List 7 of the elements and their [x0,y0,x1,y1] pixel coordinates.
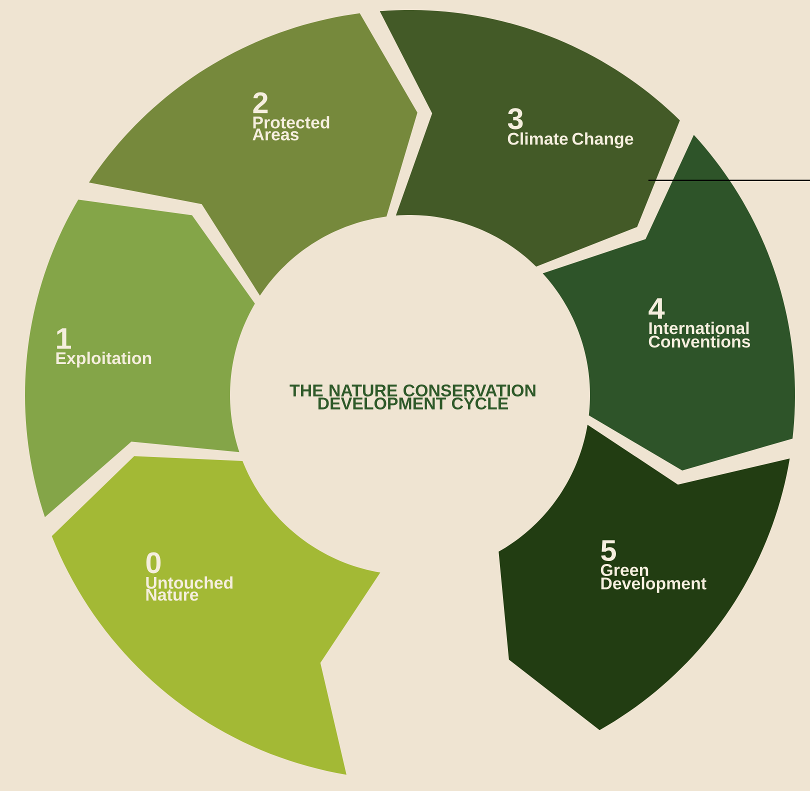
arrow-segment: 5 Green Development [498,424,790,730]
arrow-segment: 3 Climate Change [380,10,680,267]
arrow-segment: 0 Untouched Nature [52,456,380,775]
diagram-title: THE NATURE CONSERVATION DEVELOPMENT CYCLE [290,384,536,410]
arrow-segment: 1 Exploitation [25,200,255,518]
arrow-segment: 2 Protected Areas [88,13,418,296]
leader-line [648,180,810,182]
